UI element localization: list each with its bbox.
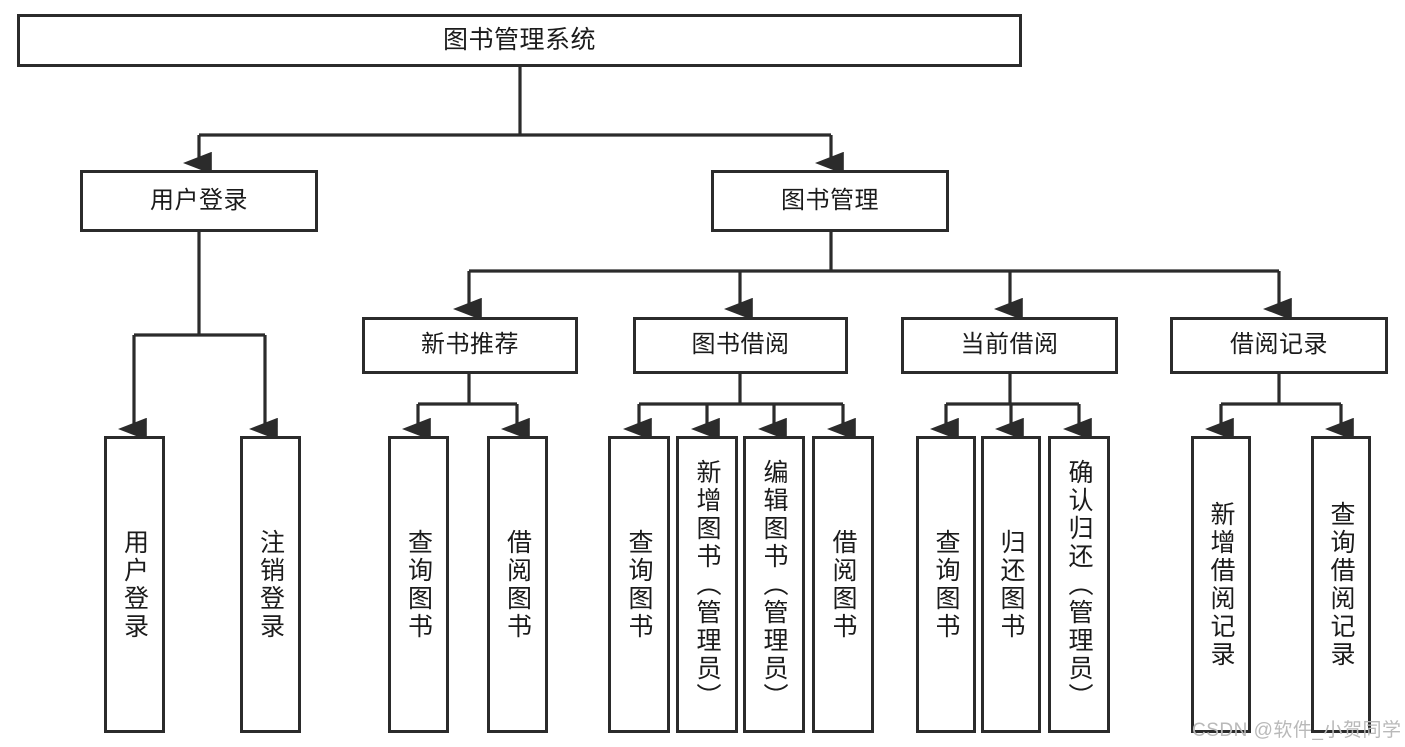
node-borrow-record[interactable]: 借阅记录 (1170, 317, 1388, 374)
node-leaf-edit-book-admin[interactable]: 编辑图书（管理员） (743, 436, 805, 733)
node-label: 借阅记录 (1230, 331, 1328, 359)
node-leaf-add-book-admin[interactable]: 新增图书（管理员） (676, 436, 738, 733)
node-root-system[interactable]: 图书管理系统 (17, 14, 1022, 67)
node-label: 借阅图书 (829, 528, 857, 641)
node-leaf-query-book-borrow[interactable]: 查询图书 (608, 436, 670, 733)
node-label: 新书推荐 (421, 331, 519, 359)
node-leaf-return-book[interactable]: 归还图书 (981, 436, 1041, 733)
node-label: 查询图书 (404, 528, 433, 641)
node-label: 查询图书 (932, 528, 960, 641)
node-leaf-confirm-return-admin[interactable]: 确认归还（管理员） (1048, 436, 1110, 733)
node-label: 当前借阅 (960, 331, 1059, 359)
node-book-management[interactable]: 图书管理 (711, 170, 949, 232)
node-label: 新增图书（管理员） (693, 458, 721, 711)
node-label: 查询图书 (625, 528, 653, 641)
node-new-book-recommend[interactable]: 新书推荐 (362, 317, 578, 374)
node-leaf-borrow-book-recommend[interactable]: 借阅图书 (487, 436, 548, 733)
node-user-login[interactable]: 用户登录 (80, 170, 318, 232)
node-label: 用户登录 (150, 186, 248, 214)
node-label: 注销登录 (256, 528, 285, 641)
node-leaf-add-borrow-record[interactable]: 新增借阅记录 (1191, 436, 1251, 733)
node-leaf-query-borrow-record[interactable]: 查询借阅记录 (1311, 436, 1371, 733)
node-label: 图书借阅 (691, 331, 790, 359)
node-label: 归还图书 (997, 528, 1025, 641)
node-leaf-query-book-current[interactable]: 查询图书 (916, 436, 976, 733)
node-current-borrow[interactable]: 当前借阅 (901, 317, 1118, 374)
node-label: 用户登录 (120, 528, 149, 641)
node-leaf-borrow-book[interactable]: 借阅图书 (812, 436, 874, 733)
node-label: 编辑图书（管理员） (760, 458, 788, 711)
node-leaf-query-book-recommend[interactable]: 查询图书 (388, 436, 449, 733)
node-label: 新增借阅记录 (1207, 500, 1235, 669)
node-label: 确认归还（管理员） (1065, 458, 1093, 711)
node-label: 图书管理系统 (442, 25, 596, 54)
node-label: 图书管理 (781, 186, 879, 214)
node-leaf-user-login[interactable]: 用户登录 (104, 436, 165, 733)
node-leaf-logout[interactable]: 注销登录 (240, 436, 301, 733)
node-label: 借阅图书 (503, 528, 532, 641)
node-label: 查询借阅记录 (1327, 500, 1355, 669)
node-book-borrow[interactable]: 图书借阅 (633, 317, 848, 374)
